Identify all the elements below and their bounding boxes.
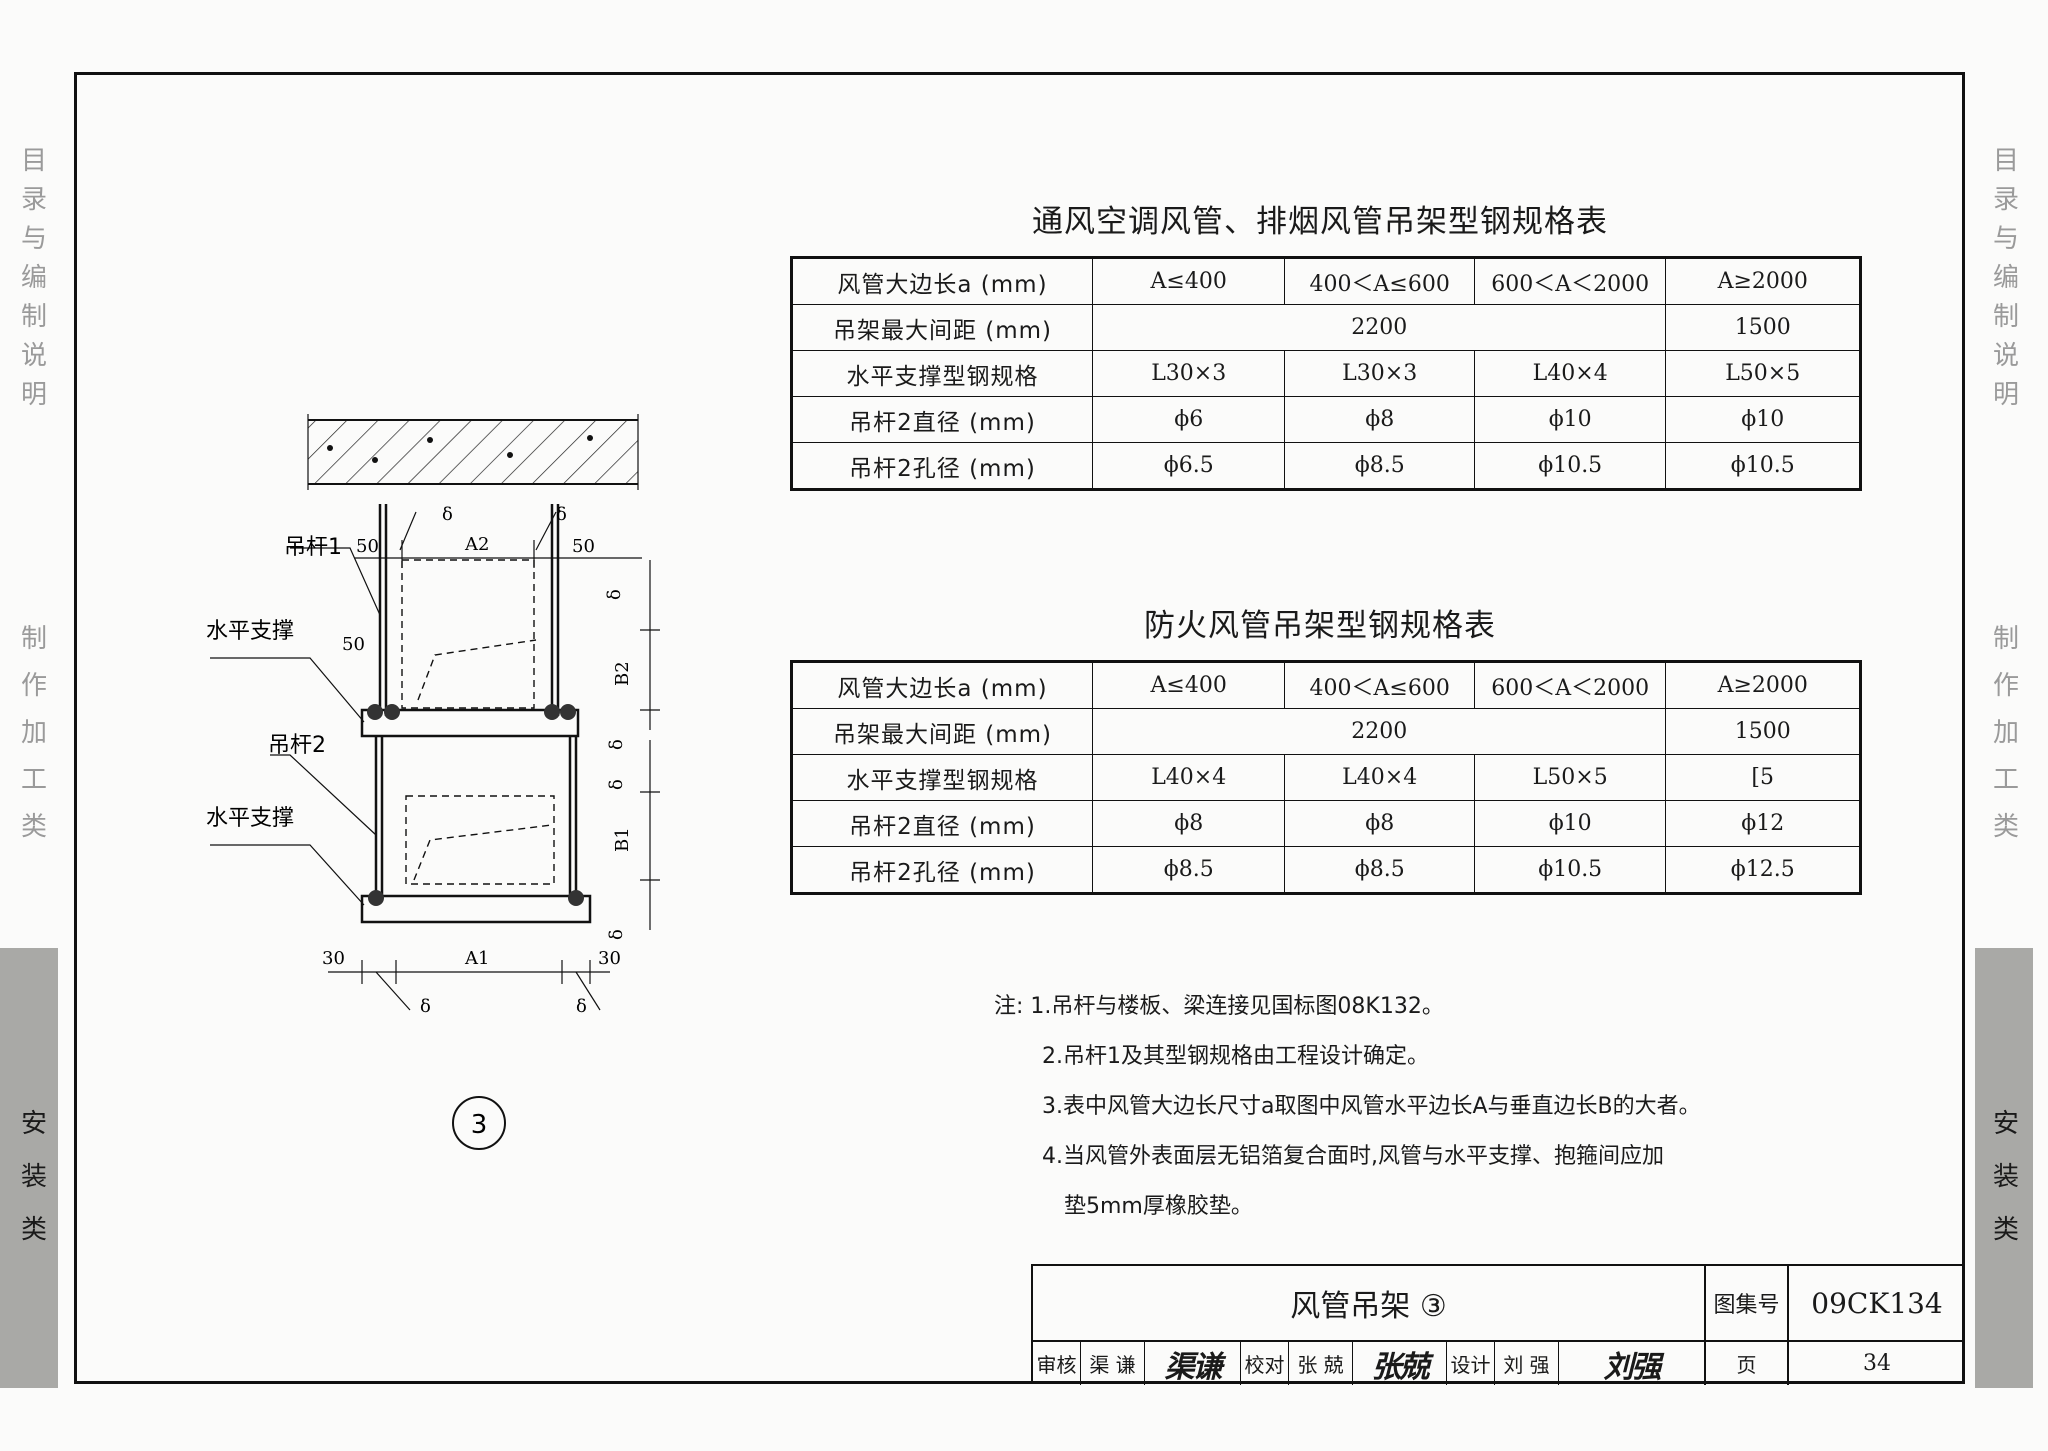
concrete-slab — [307, 414, 639, 490]
review-label: 审核 — [1033, 1342, 1081, 1385]
right-tab-contents[interactable]: 目录与编制说明 — [1992, 146, 2019, 410]
check-label: 校对 — [1241, 1342, 1289, 1385]
table-row: 水平支撑型钢规格 L40×4 L40×4 L50×5 [5 — [791, 754, 1861, 801]
table-row: 吊杆2孔径 (mm) ϕ6.5 ϕ8.5 ϕ10.5 ϕ10.5 — [791, 442, 1861, 490]
upper-duct — [401, 559, 537, 709]
designer-name: 刘 强 — [1495, 1342, 1559, 1385]
atlas-number: 09CK134 — [1789, 1266, 1965, 1342]
hanger-detail-drawing: 吊杆1 水平支撑 吊杆2 水平支撑 50 50 50 A2 δ δ δ B2 δ… — [206, 414, 660, 1150]
right-tab-installation[interactable]: 安装类 — [1992, 1109, 2019, 1245]
label-support-bottom: 水平支撑 — [206, 806, 294, 831]
notes: 注: 1.吊杆与楼板、梁连接见国标图08K132。 2.吊杆1及其型钢规格由工程… — [994, 982, 1701, 1232]
dim-a1: A1 — [464, 948, 489, 969]
nuts — [367, 704, 584, 906]
dim-50-left: 50 — [356, 536, 379, 557]
atlas-label: 图集号 — [1706, 1266, 1789, 1342]
dim-delta-top-left: δ — [442, 504, 453, 525]
table-row: 吊架最大间距 (mm) 2200 1500 — [791, 708, 1861, 755]
dim-30-left: 30 — [322, 948, 345, 969]
reviewer-signature: 渠谦 — [1145, 1342, 1241, 1385]
drawing-title: 风管吊架 ③ — [1033, 1266, 1706, 1342]
design-label: 设计 — [1447, 1342, 1495, 1385]
table-row: 吊杆2孔径 (mm) ϕ8.5 ϕ8.5 ϕ10.5 ϕ12.5 — [791, 846, 1861, 894]
checker-signature: 张兢 — [1353, 1342, 1447, 1385]
label-support-top: 水平支撑 — [206, 619, 294, 644]
dim-delta-bottom-left: δ — [420, 996, 431, 1017]
drawing-frame — [74, 72, 1965, 1384]
left-tab-contents[interactable]: 目录与编制说明 — [20, 146, 47, 410]
dim-delta-r1: δ — [604, 589, 625, 600]
detail-number-circle — [452, 1096, 506, 1150]
checker-name: 张 兢 — [1289, 1342, 1353, 1385]
dim-delta-top-right: δ — [556, 504, 567, 525]
label-rod2: 吊杆2 — [268, 733, 326, 758]
horizontal-support-top — [360, 708, 580, 738]
right-tab-active-bg — [1975, 948, 2033, 1388]
leader-lines — [210, 547, 381, 906]
left-tab-active-bg — [0, 948, 58, 1388]
dim-30-right: 30 — [598, 948, 621, 969]
note-5: 垫5mm厚橡胶垫。 — [1064, 1194, 1253, 1219]
table-row: 水平支撑型钢规格 L30×3 L30×3 L40×4 L50×5 — [791, 350, 1861, 397]
dim-delta-r4: δ — [606, 929, 627, 940]
dim-b2: B2 — [612, 661, 633, 686]
note-4: 4.当风管外表面层无铝箔复合面时,风管与水平支撑、抱箍间应加 — [1042, 1144, 1664, 1169]
left-tab-installation[interactable]: 安装类 — [20, 1109, 47, 1245]
lower-duct — [405, 795, 555, 885]
dim-delta-r2: δ — [606, 739, 627, 750]
reviewer-name: 渠 谦 — [1081, 1342, 1145, 1385]
dim-50-mid: 50 — [342, 634, 365, 655]
page-number: 34 — [1863, 1351, 1891, 1376]
right-tab-fabrication[interactable]: 制作加工类 — [1992, 624, 2019, 842]
table1-title: 通风空调风管、排烟风管吊架型钢规格表 — [1032, 204, 1608, 240]
table1: 风管大边长a (mm) A≤400 400＜A≤600 600＜A＜2000 A… — [790, 256, 1862, 491]
dim-a2: A2 — [464, 534, 489, 555]
table2: 风管大边长a (mm) A≤400 400＜A≤600 600＜A＜2000 A… — [790, 660, 1862, 895]
table-row: 吊杆2直径 (mm) ϕ6 ϕ8 ϕ10 ϕ10 — [791, 396, 1861, 443]
left-tab-fabrication[interactable]: 制作加工类 — [20, 624, 47, 842]
dim-b1: B1 — [612, 827, 633, 852]
table2-title: 防火风管吊架型钢规格表 — [1144, 608, 1496, 644]
note-1: 注: 1.吊杆与楼板、梁连接见国标图08K132。 — [994, 994, 1444, 1019]
dim-delta-bottom-right: δ — [576, 996, 587, 1017]
label-rod1: 吊杆1 — [284, 535, 342, 560]
designer-signature: 刘强 — [1559, 1342, 1706, 1385]
dimension-lines — [328, 511, 660, 1011]
dim-delta-r3: δ — [606, 779, 627, 790]
rod1 — [378, 504, 560, 716]
note-3: 3.表中风管大边长尺寸a取图中风管水平边长A与垂直边长B的大者。 — [1042, 1094, 1701, 1119]
rod2 — [374, 736, 578, 900]
page-label: 页 — [1706, 1342, 1789, 1385]
dim-50-right: 50 — [572, 536, 595, 557]
title-block: 风管吊架 ③ 图集号 09CK134 审核 渠 谦 渠谦 校对 张 兢 张兢 设… — [1031, 1264, 1965, 1385]
table-row: 吊杆2直径 (mm) ϕ8 ϕ8 ϕ10 ϕ12 — [791, 800, 1861, 847]
horizontal-support-bottom — [360, 894, 592, 924]
table-row: 风管大边长a (mm) A≤400 400＜A≤600 600＜A＜2000 A… — [791, 257, 1861, 305]
note-2: 2.吊杆1及其型钢规格由工程设计确定。 — [1042, 1044, 1429, 1069]
table-row: 吊架最大间距 (mm) 2200 1500 — [791, 304, 1861, 351]
detail-number: 3 — [471, 1110, 488, 1140]
table-row: 风管大边长a (mm) A≤400 400＜A≤600 600＜A＜2000 A… — [791, 661, 1861, 709]
